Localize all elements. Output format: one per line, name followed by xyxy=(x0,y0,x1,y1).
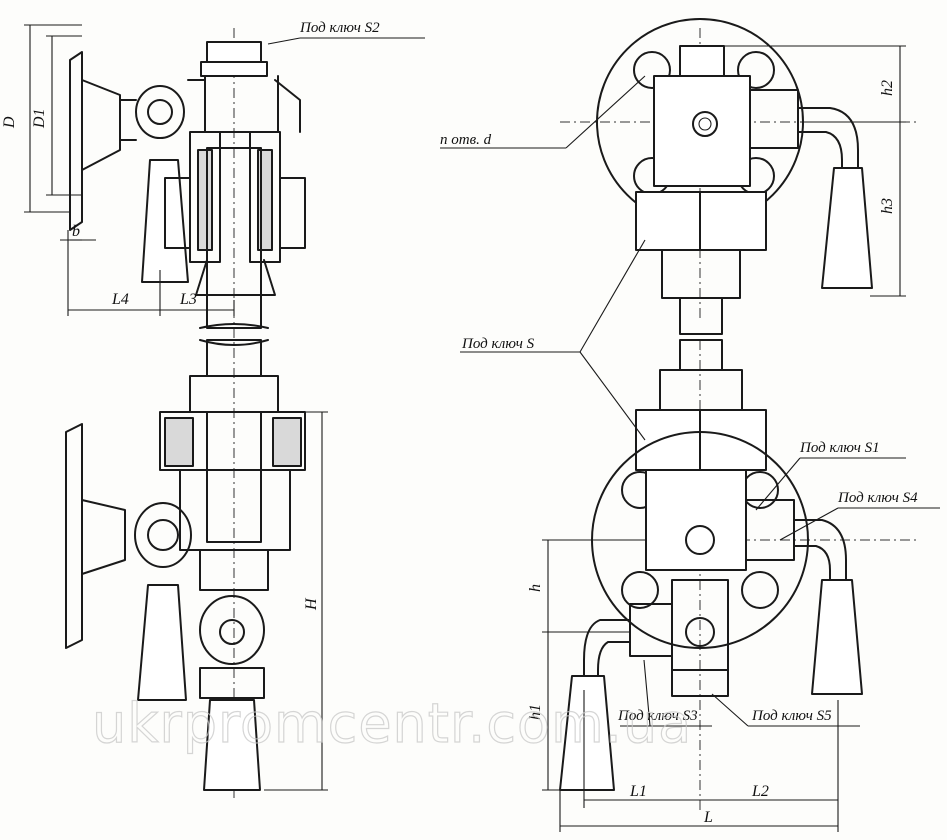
dim-D1: D1 xyxy=(31,108,48,129)
dim-h: h xyxy=(527,584,544,592)
left-section-view xyxy=(24,24,425,800)
dim-L3: L3 xyxy=(179,291,197,308)
dim-b: b xyxy=(72,223,80,240)
label-key-s2: Под ключ S2 xyxy=(299,20,380,36)
label-holes: n отв. d xyxy=(440,132,492,148)
dim-L: L xyxy=(703,809,713,826)
dim-L4: L4 xyxy=(111,291,129,308)
dim-h2: h2 xyxy=(879,80,896,96)
label-key-s: Под ключ S xyxy=(461,336,535,352)
dim-h1: h1 xyxy=(527,704,544,720)
dim-L2: L2 xyxy=(751,783,769,800)
callout-labels: Под ключ S2 n отв. d Под ключ S Под ключ… xyxy=(299,20,918,724)
label-key-s3: Под ключ S3 xyxy=(617,708,698,724)
dim-h3: h3 xyxy=(879,198,896,214)
label-key-s5: Под ключ S5 xyxy=(751,708,832,724)
dimension-labels: D D1 b L4 L3 H h2 h3 h h1 L1 L2 L xyxy=(1,80,896,826)
right-front-view xyxy=(440,18,940,832)
dim-H: H xyxy=(303,597,320,611)
dim-D: D xyxy=(1,116,18,129)
label-key-s4: Под ключ S4 xyxy=(837,490,918,506)
watermark: ukrpromcentr.com.ua xyxy=(92,692,692,755)
dim-L1: L1 xyxy=(629,783,647,800)
label-key-s1: Под ключ S1 xyxy=(799,440,880,456)
